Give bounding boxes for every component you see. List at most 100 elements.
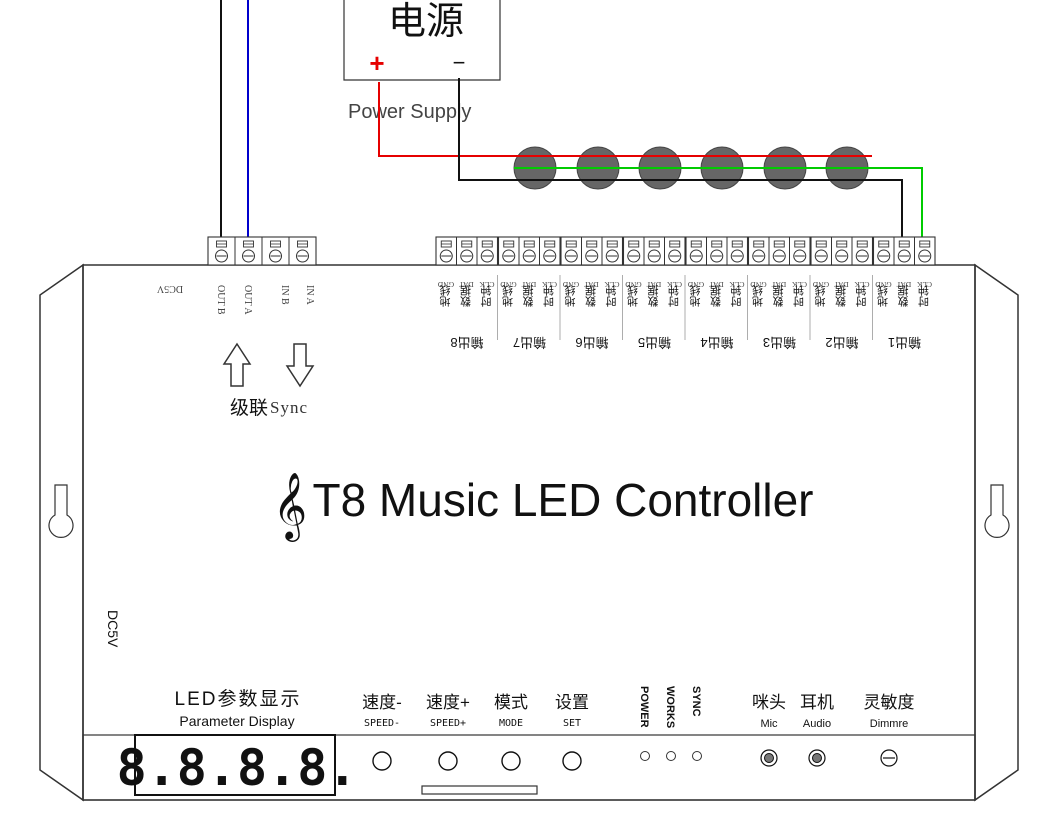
pin-label: DAT bbox=[709, 280, 724, 289]
pin-label-cn: 地线 bbox=[752, 285, 765, 307]
output-terminal-3 bbox=[747, 236, 811, 266]
button-label-cn: 速度+ bbox=[426, 693, 470, 712]
led-pixel-string bbox=[513, 146, 922, 190]
wire-overlay bbox=[514, 155, 922, 181]
push-button[interactable] bbox=[501, 751, 521, 771]
jack-label-cn: 咪头 bbox=[752, 693, 786, 712]
pin-label: CLK bbox=[791, 280, 807, 289]
push-button[interactable] bbox=[372, 751, 392, 771]
sync-label-en: Sync bbox=[270, 398, 308, 417]
pin-label: CLK bbox=[541, 280, 557, 289]
push-button[interactable] bbox=[438, 751, 458, 771]
pin-label: DAT bbox=[834, 280, 849, 289]
pin-label-cn: 地线 bbox=[565, 285, 578, 307]
pin-label-cn: 数据 bbox=[585, 284, 598, 307]
pin-label: GND bbox=[500, 280, 517, 289]
jack-label-cn: 耳机 bbox=[800, 693, 834, 712]
button-label-en: SPEED- bbox=[364, 718, 400, 729]
pin-label: GND bbox=[812, 280, 829, 289]
dc5v-terminal-label: DC5V bbox=[156, 283, 183, 294]
indicator-led bbox=[666, 751, 676, 761]
sync-terminals bbox=[207, 236, 317, 266]
pin-label-cn: 时钟 bbox=[481, 284, 494, 307]
pin-label: GND bbox=[625, 280, 642, 289]
indicator-led bbox=[640, 751, 650, 761]
button-label-cn: 模式 bbox=[494, 693, 528, 712]
output-terminal-2 bbox=[810, 236, 874, 266]
pin-label-cn: 地线 bbox=[877, 285, 890, 307]
indicator-works: WORKS bbox=[664, 686, 676, 761]
sync-label-cn: 级联 bbox=[230, 397, 268, 419]
right-flange bbox=[974, 263, 1019, 802]
left-flange bbox=[39, 263, 84, 802]
control-panel-strip bbox=[82, 734, 976, 801]
treble-clef-icon: 𝄞 bbox=[273, 473, 307, 542]
controller-title: T8 Music LED Controller bbox=[312, 474, 813, 526]
pin-label-cn: 地线 bbox=[690, 285, 703, 307]
output-terminal-8 bbox=[435, 236, 499, 266]
pin-label-cn: 地线 bbox=[502, 285, 515, 307]
channel-label: 输出7 bbox=[513, 335, 546, 350]
button-speed-minusplus: 速度+ SPEED+ bbox=[426, 693, 470, 771]
power-supply: 电源 + − Power Supply bbox=[343, 0, 501, 123]
indicator-sync: SYNC bbox=[690, 686, 702, 761]
jack-mic: 咪头 Mic bbox=[752, 693, 786, 767]
pin-label-cn: 时钟 bbox=[543, 284, 556, 307]
sync-arrow-down bbox=[285, 343, 315, 388]
pin-label-cn: 数据 bbox=[773, 284, 786, 307]
pin-label: GND bbox=[750, 280, 767, 289]
jack-label-en: Audio bbox=[803, 718, 831, 730]
pin-label: CLK bbox=[666, 280, 682, 289]
display-label-en: Parameter Display bbox=[179, 713, 294, 729]
power-supply-label: Power Supply bbox=[348, 101, 471, 123]
pin-label-cn: 时钟 bbox=[856, 284, 869, 307]
pin-label: GND bbox=[562, 280, 579, 289]
minus-terminal-label: − bbox=[453, 50, 466, 75]
led-display-digits: 8.8.8.8. bbox=[117, 739, 358, 797]
push-button[interactable] bbox=[562, 751, 582, 771]
pin-label: DAT bbox=[459, 280, 474, 289]
indicator-group: POWER WORKS SYNC bbox=[638, 686, 702, 761]
button-mode: 模式 MODE bbox=[494, 693, 528, 771]
channel-label: 输出5 bbox=[638, 335, 671, 350]
pin-label: CLK bbox=[479, 280, 495, 289]
plus-terminal-label: + bbox=[369, 48, 384, 78]
pin-label-cn: 地线 bbox=[815, 285, 828, 307]
pin-label-cn: 数据 bbox=[835, 284, 848, 307]
button-label-en: SPEED+ bbox=[430, 718, 466, 729]
pin-label: DAT bbox=[646, 280, 661, 289]
channel-label: 输出8 bbox=[450, 335, 483, 350]
indicator-label: SYNC bbox=[690, 686, 702, 717]
channel-label: 输出1 bbox=[888, 335, 921, 350]
display-label-cn: LED参数显示 bbox=[175, 688, 302, 710]
sd-card-slot[interactable] bbox=[421, 785, 538, 795]
button-label-en: MODE bbox=[499, 718, 523, 729]
audio-jack-core bbox=[812, 753, 822, 763]
channel-label: 输出4 bbox=[700, 335, 733, 350]
pin-label: CLK bbox=[854, 280, 870, 289]
output-terminal-7 bbox=[497, 236, 561, 266]
out-b-label: OUT B bbox=[215, 285, 226, 315]
pin-label-cn: 时钟 bbox=[606, 284, 619, 307]
pin-label: GND bbox=[875, 280, 892, 289]
button-speed-minus: 速度- SPEED- bbox=[362, 693, 402, 771]
indicator-power: POWER bbox=[638, 686, 650, 761]
button-label-cn: 设置 bbox=[555, 693, 589, 712]
button-label-cn: 速度- bbox=[362, 693, 402, 712]
dc5v-input-label: DC5V bbox=[105, 610, 121, 648]
pin-label-cn: 数据 bbox=[523, 284, 536, 307]
channel-label: 输出6 bbox=[575, 335, 608, 350]
output-terminal-5 bbox=[622, 236, 686, 266]
pin-label-cn: 地线 bbox=[440, 285, 453, 307]
pin-label-cn: 时钟 bbox=[918, 284, 931, 307]
jack-label-en: Mic bbox=[760, 718, 778, 730]
pin-label: DAT bbox=[521, 280, 536, 289]
